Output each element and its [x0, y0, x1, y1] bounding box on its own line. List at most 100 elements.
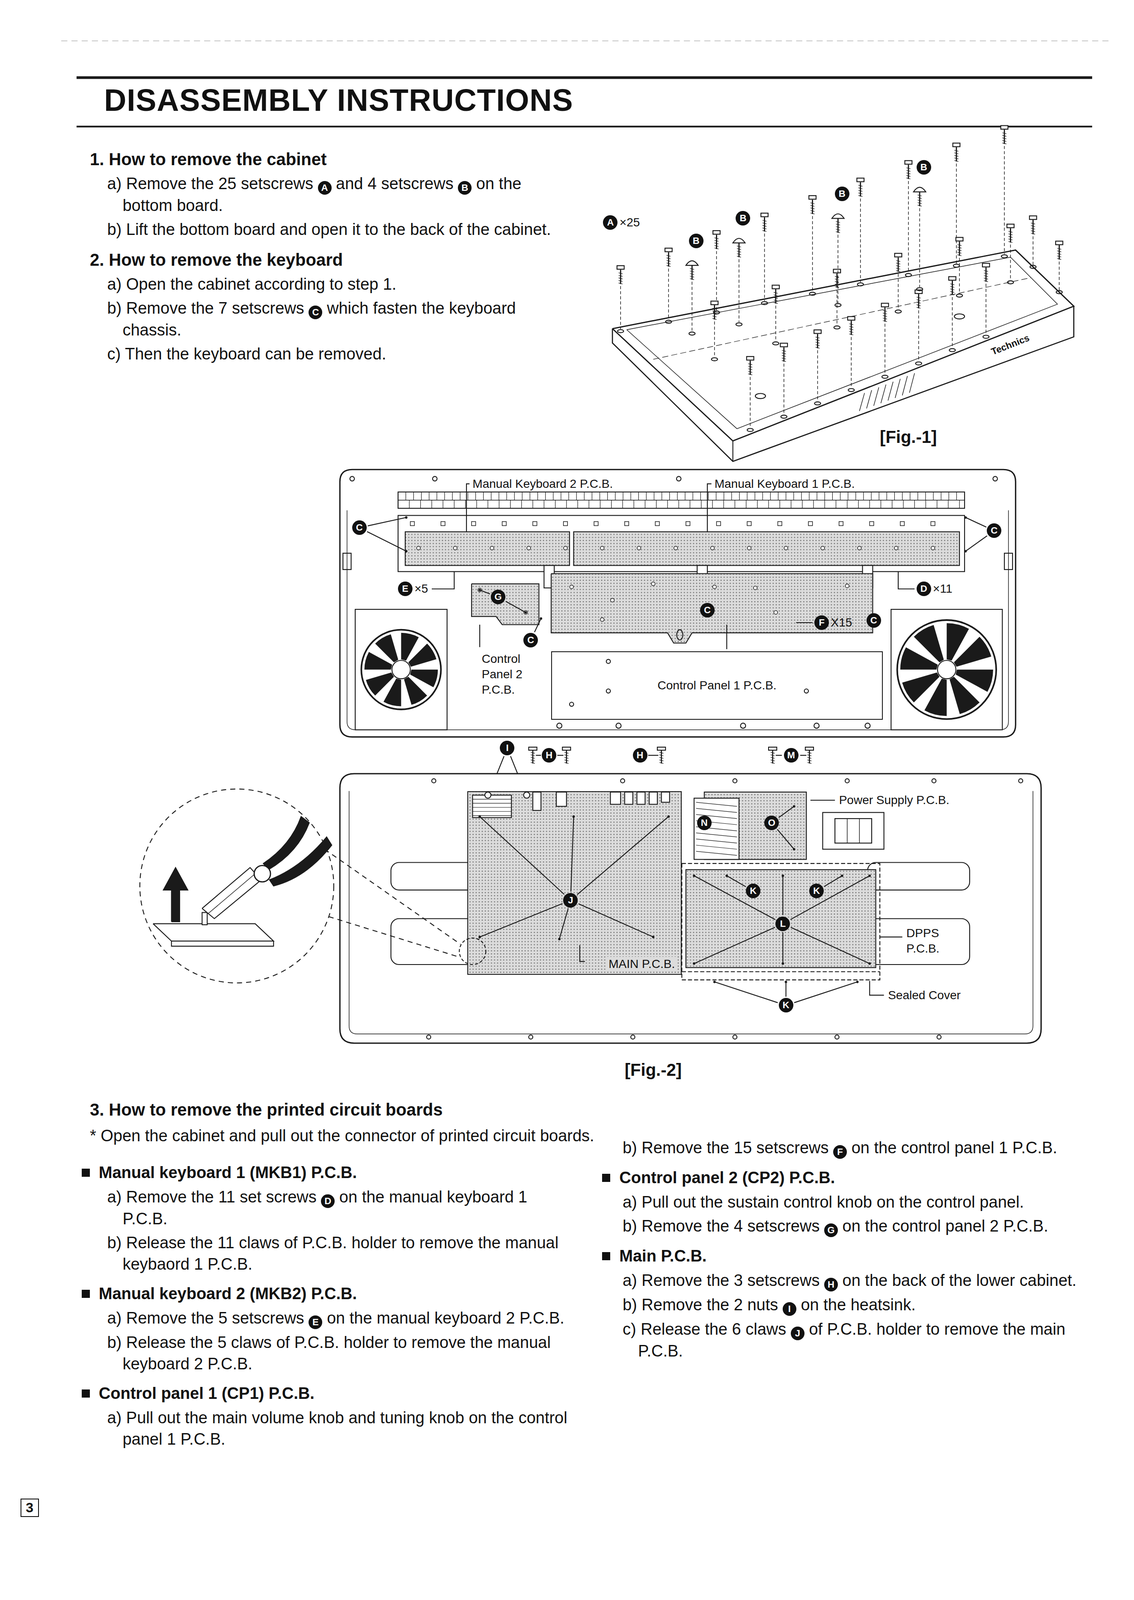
screw-thread — [836, 224, 841, 226]
key-line — [656, 500, 657, 509]
screw-thread — [810, 213, 815, 214]
heatsink-fin — [472, 815, 512, 816]
screw-thread — [983, 273, 989, 274]
instruction-text: b) Release the 11 claws of P.C.B. holder… — [106, 1233, 559, 1274]
leader-line — [800, 754, 807, 756]
screw-thread — [781, 358, 787, 360]
pliers-pivot — [254, 865, 271, 882]
instruction-text: on the control panel 2 P.C.B. — [842, 1217, 1049, 1235]
pcb-board — [573, 531, 960, 566]
key-line — [537, 492, 538, 501]
leader-line — [790, 875, 870, 920]
leader-line — [570, 816, 574, 892]
screw-thread — [896, 268, 901, 270]
screw-path — [958, 258, 960, 294]
screw-thread — [882, 312, 888, 314]
cabinet-inner — [349, 791, 1034, 1035]
leader-line — [367, 517, 407, 526]
heatsink-fin — [696, 839, 737, 844]
paragraph: b) Remove the 4 setscrews G on the contr… — [622, 1215, 1093, 1238]
key-line — [543, 500, 545, 509]
screw-head — [771, 284, 780, 289]
screw-thread — [530, 757, 535, 759]
mount-hole — [620, 778, 625, 784]
heatsink-fin — [472, 803, 512, 804]
screw-shaft — [738, 243, 740, 258]
leader-line — [726, 875, 746, 888]
mount-hole — [432, 476, 437, 481]
key-line — [878, 492, 880, 501]
key-line — [452, 492, 453, 501]
screw-head — [833, 269, 841, 273]
part-label: Power Supply P.C.B. — [839, 792, 950, 808]
screw-thread — [1002, 142, 1007, 144]
screw-thread — [810, 202, 815, 204]
key-line — [936, 500, 938, 509]
screw-thread — [882, 317, 888, 319]
leader-dot — [964, 516, 968, 519]
panel-frame: Control Panel 1 P.C.B. — [551, 651, 883, 720]
figure-caption: [Fig.-2] — [624, 1059, 682, 1081]
callout-letter: C — [866, 613, 882, 628]
leader-dot — [478, 815, 481, 818]
screw-path — [691, 281, 692, 332]
instruction-text: a) Remove the 3 setscrews — [622, 1271, 820, 1290]
pcb-screw — [610, 598, 615, 603]
screw-shaft — [565, 750, 567, 764]
leader-dot — [792, 848, 796, 851]
screw-thread — [781, 350, 787, 352]
key-line — [614, 492, 616, 501]
vent-slot — [873, 387, 879, 406]
screw-thread — [849, 333, 854, 335]
paragraph: a) Remove the 11 set screws D on the man… — [106, 1186, 570, 1230]
leader-dot — [868, 874, 871, 878]
cabinet-inner — [347, 510, 1009, 731]
pcb-screw — [523, 610, 528, 615]
key-line — [917, 492, 918, 501]
screw-thread — [1057, 250, 1062, 252]
mount-hole — [845, 778, 850, 784]
key-line — [545, 492, 546, 501]
screw-callout: D — [320, 1194, 335, 1209]
paragraph: b) Remove the 15 setscrews F on the cont… — [622, 1136, 1093, 1159]
screw-thread — [950, 293, 955, 295]
screw-thread — [618, 282, 623, 284]
paragraph: Control panel 1 (CP1) P.C.B. — [81, 1382, 570, 1405]
pcb-screw — [673, 546, 678, 551]
leader-dot — [478, 588, 481, 592]
magnifier-line — [328, 916, 461, 958]
screw-thread — [807, 762, 812, 764]
screw-hole — [772, 341, 779, 345]
leader-line — [648, 754, 659, 756]
screw-thread — [564, 752, 569, 754]
screw-thread — [618, 275, 623, 277]
key-line — [731, 492, 732, 501]
screw-thread — [1030, 222, 1036, 224]
key-line — [808, 492, 810, 501]
screw-thread — [917, 200, 922, 202]
screw-head — [617, 265, 625, 270]
vent-slot — [887, 381, 894, 401]
mount-hole — [733, 1035, 738, 1040]
pcb-claw — [839, 521, 844, 526]
screw-head — [982, 263, 990, 267]
fan-ring — [897, 620, 997, 719]
key-line — [532, 500, 533, 509]
pcb-claw — [900, 521, 905, 526]
screw-thread — [957, 244, 962, 246]
heatsink — [472, 795, 512, 818]
callout-letter: G — [490, 589, 506, 605]
paragraph: Manual keyboard 2 (MKB2) P.C.B. — [81, 1282, 570, 1305]
screw-hole — [834, 303, 841, 307]
sealed-cover — [681, 971, 880, 973]
key-line — [591, 492, 593, 501]
screw-thread — [736, 251, 742, 253]
screw-thread — [659, 754, 664, 756]
key-line — [678, 500, 680, 509]
screw-thread — [954, 155, 959, 157]
screw-thread — [882, 320, 888, 322]
callout-letter: J — [563, 893, 578, 908]
callout-letter: C — [700, 602, 715, 618]
paragraph: a) Remove the 3 setscrews H on the back … — [622, 1269, 1093, 1292]
fan-frame — [890, 609, 1003, 730]
